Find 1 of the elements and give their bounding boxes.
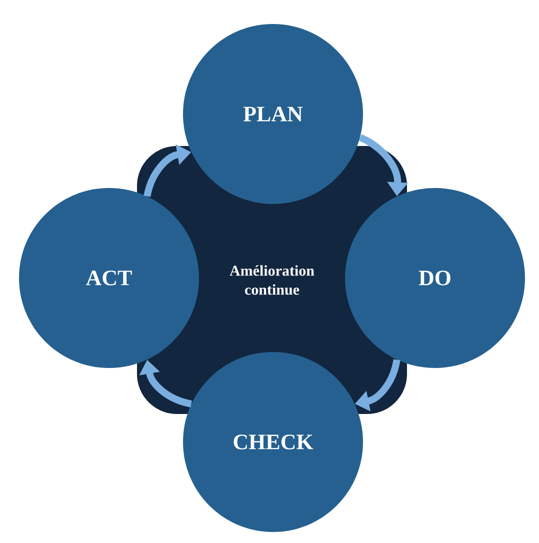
center-text: Amélioration continue xyxy=(230,265,314,295)
